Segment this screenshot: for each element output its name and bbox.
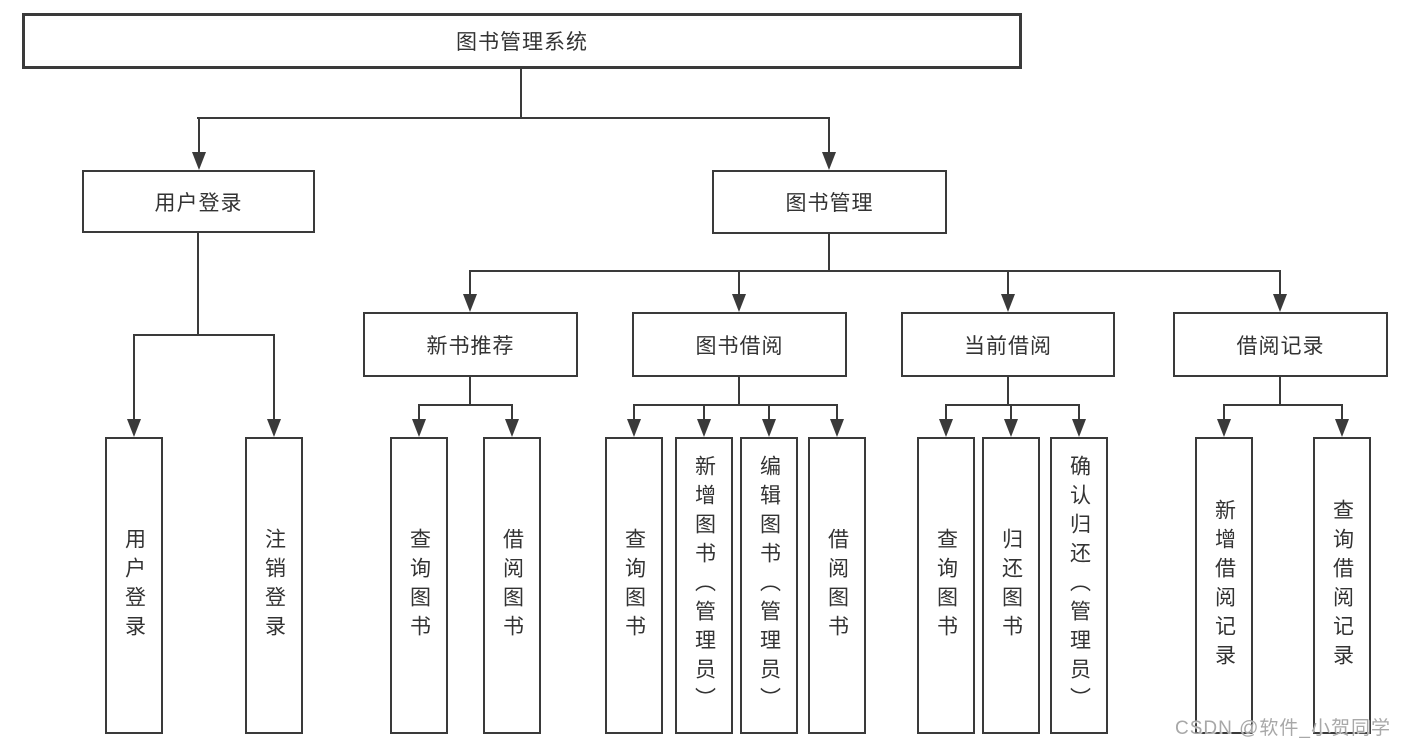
leaf-label: 借阅图书 xyxy=(500,527,524,644)
leaf-label: 注销登录 xyxy=(262,527,286,644)
leaf-add-book-admin: 新增图书（管理员） xyxy=(675,437,733,734)
leaf-label: 确认归还（管理员） xyxy=(1067,455,1091,716)
arrowhead-down-icon xyxy=(1273,294,1287,312)
connector-hline xyxy=(469,270,1281,272)
connector-vline xyxy=(1078,404,1080,420)
leaf-label: 查询借阅记录 xyxy=(1330,498,1354,673)
connector-vline xyxy=(1007,270,1009,295)
connector-vline xyxy=(197,233,199,335)
arrowhead-down-icon xyxy=(627,419,641,437)
connector-vline xyxy=(1341,404,1343,420)
arrowhead-down-icon xyxy=(127,419,141,437)
connector-hline xyxy=(1223,404,1343,406)
arrowhead-down-icon xyxy=(830,419,844,437)
leaf-label: 编辑图书（管理员） xyxy=(757,455,781,716)
connector-hline xyxy=(197,117,830,119)
connector-vline xyxy=(836,404,838,420)
leaf-user-login: 用户登录 xyxy=(105,437,163,734)
connector-vline xyxy=(738,377,740,406)
node-new-book-recommend: 新书推荐 xyxy=(363,312,578,377)
connector-vline xyxy=(273,334,275,420)
connector-vline xyxy=(1279,270,1281,295)
connector-vline xyxy=(1223,404,1225,420)
leaf-query-borrow-record: 查询借阅记录 xyxy=(1313,437,1371,734)
leaf-logout: 注销登录 xyxy=(245,437,303,734)
leaf-query-books-borrow: 查询图书 xyxy=(605,437,663,734)
connector-vline xyxy=(1279,377,1281,406)
connector-hline xyxy=(418,404,513,406)
leaf-label: 借阅图书 xyxy=(825,527,849,644)
leaf-label: 归还图书 xyxy=(999,527,1023,644)
leaf-borrow-books-recommend: 借阅图书 xyxy=(483,437,541,734)
node-label: 借阅记录 xyxy=(1236,334,1325,358)
node-label: 当前借阅 xyxy=(964,334,1052,358)
node-user-login: 用户登录 xyxy=(82,170,315,233)
arrowhead-down-icon xyxy=(412,419,426,437)
node-book-management: 图书管理 xyxy=(712,170,947,234)
node-label: 用户登录 xyxy=(154,191,243,215)
leaf-label: 新增图书（管理员） xyxy=(692,455,716,716)
arrowhead-down-icon xyxy=(192,152,206,170)
connector-vline xyxy=(703,404,705,420)
arrowhead-down-icon xyxy=(822,152,836,170)
arrowhead-down-icon xyxy=(463,294,477,312)
connector-vline xyxy=(768,404,770,420)
arrowhead-down-icon xyxy=(1217,419,1231,437)
leaf-confirm-return-admin: 确认归还（管理员） xyxy=(1050,437,1108,734)
connector-vline xyxy=(738,270,740,295)
node-label: 新书推荐 xyxy=(426,334,515,358)
arrowhead-down-icon xyxy=(762,419,776,437)
connector-hline xyxy=(945,404,1080,406)
leaf-add-borrow-record: 新增借阅记录 xyxy=(1195,437,1253,734)
leaf-return-books: 归还图书 xyxy=(982,437,1040,734)
arrowhead-down-icon xyxy=(1001,294,1015,312)
node-label: 图书借阅 xyxy=(695,334,784,358)
arrowhead-down-icon xyxy=(505,419,519,437)
watermark: CSDN @软件_小贺同学 xyxy=(1175,718,1391,739)
arrowhead-down-icon xyxy=(1072,419,1086,437)
leaf-label: 查询图书 xyxy=(934,527,958,644)
connector-vline xyxy=(469,270,471,295)
leaf-edit-book-admin: 编辑图书（管理员） xyxy=(740,437,798,734)
node-borrowing-records: 借阅记录 xyxy=(1173,312,1388,377)
leaf-query-books-current: 查询图书 xyxy=(917,437,975,734)
node-label: 图书管理 xyxy=(785,192,874,215)
node-label: 图书管理系统 xyxy=(456,31,588,54)
node-book-borrowing: 图书借阅 xyxy=(632,312,847,377)
arrowhead-down-icon xyxy=(697,419,711,437)
leaf-borrow-books: 借阅图书 xyxy=(808,437,866,734)
arrowhead-down-icon xyxy=(939,419,953,437)
leaf-label: 查询图书 xyxy=(407,527,431,644)
connector-vline xyxy=(198,117,200,153)
arrowhead-down-icon xyxy=(732,294,746,312)
connector-vline xyxy=(828,234,830,272)
arrowhead-down-icon xyxy=(1004,419,1018,437)
arrowhead-down-icon xyxy=(1335,419,1349,437)
connector-vline xyxy=(1007,377,1009,406)
connector-vline xyxy=(945,404,947,420)
connector-vline xyxy=(520,69,522,118)
leaf-query-books-recommend: 查询图书 xyxy=(390,437,448,734)
connector-vline xyxy=(133,334,135,420)
node-current-borrowing: 当前借阅 xyxy=(901,312,1115,377)
connector-vline xyxy=(633,404,635,420)
leaf-label: 用户登录 xyxy=(122,527,146,644)
connector-hline xyxy=(633,404,838,406)
connector-vline xyxy=(469,377,471,406)
connector-vline xyxy=(828,117,830,153)
connector-vline xyxy=(418,404,420,420)
connector-hline xyxy=(133,334,275,336)
connector-vline xyxy=(1010,404,1012,420)
node-library-management-system: 图书管理系统 xyxy=(22,13,1022,69)
leaf-label: 查询图书 xyxy=(622,527,646,644)
leaf-label: 新增借阅记录 xyxy=(1212,498,1236,673)
arrowhead-down-icon xyxy=(267,419,281,437)
connector-vline xyxy=(511,404,513,420)
